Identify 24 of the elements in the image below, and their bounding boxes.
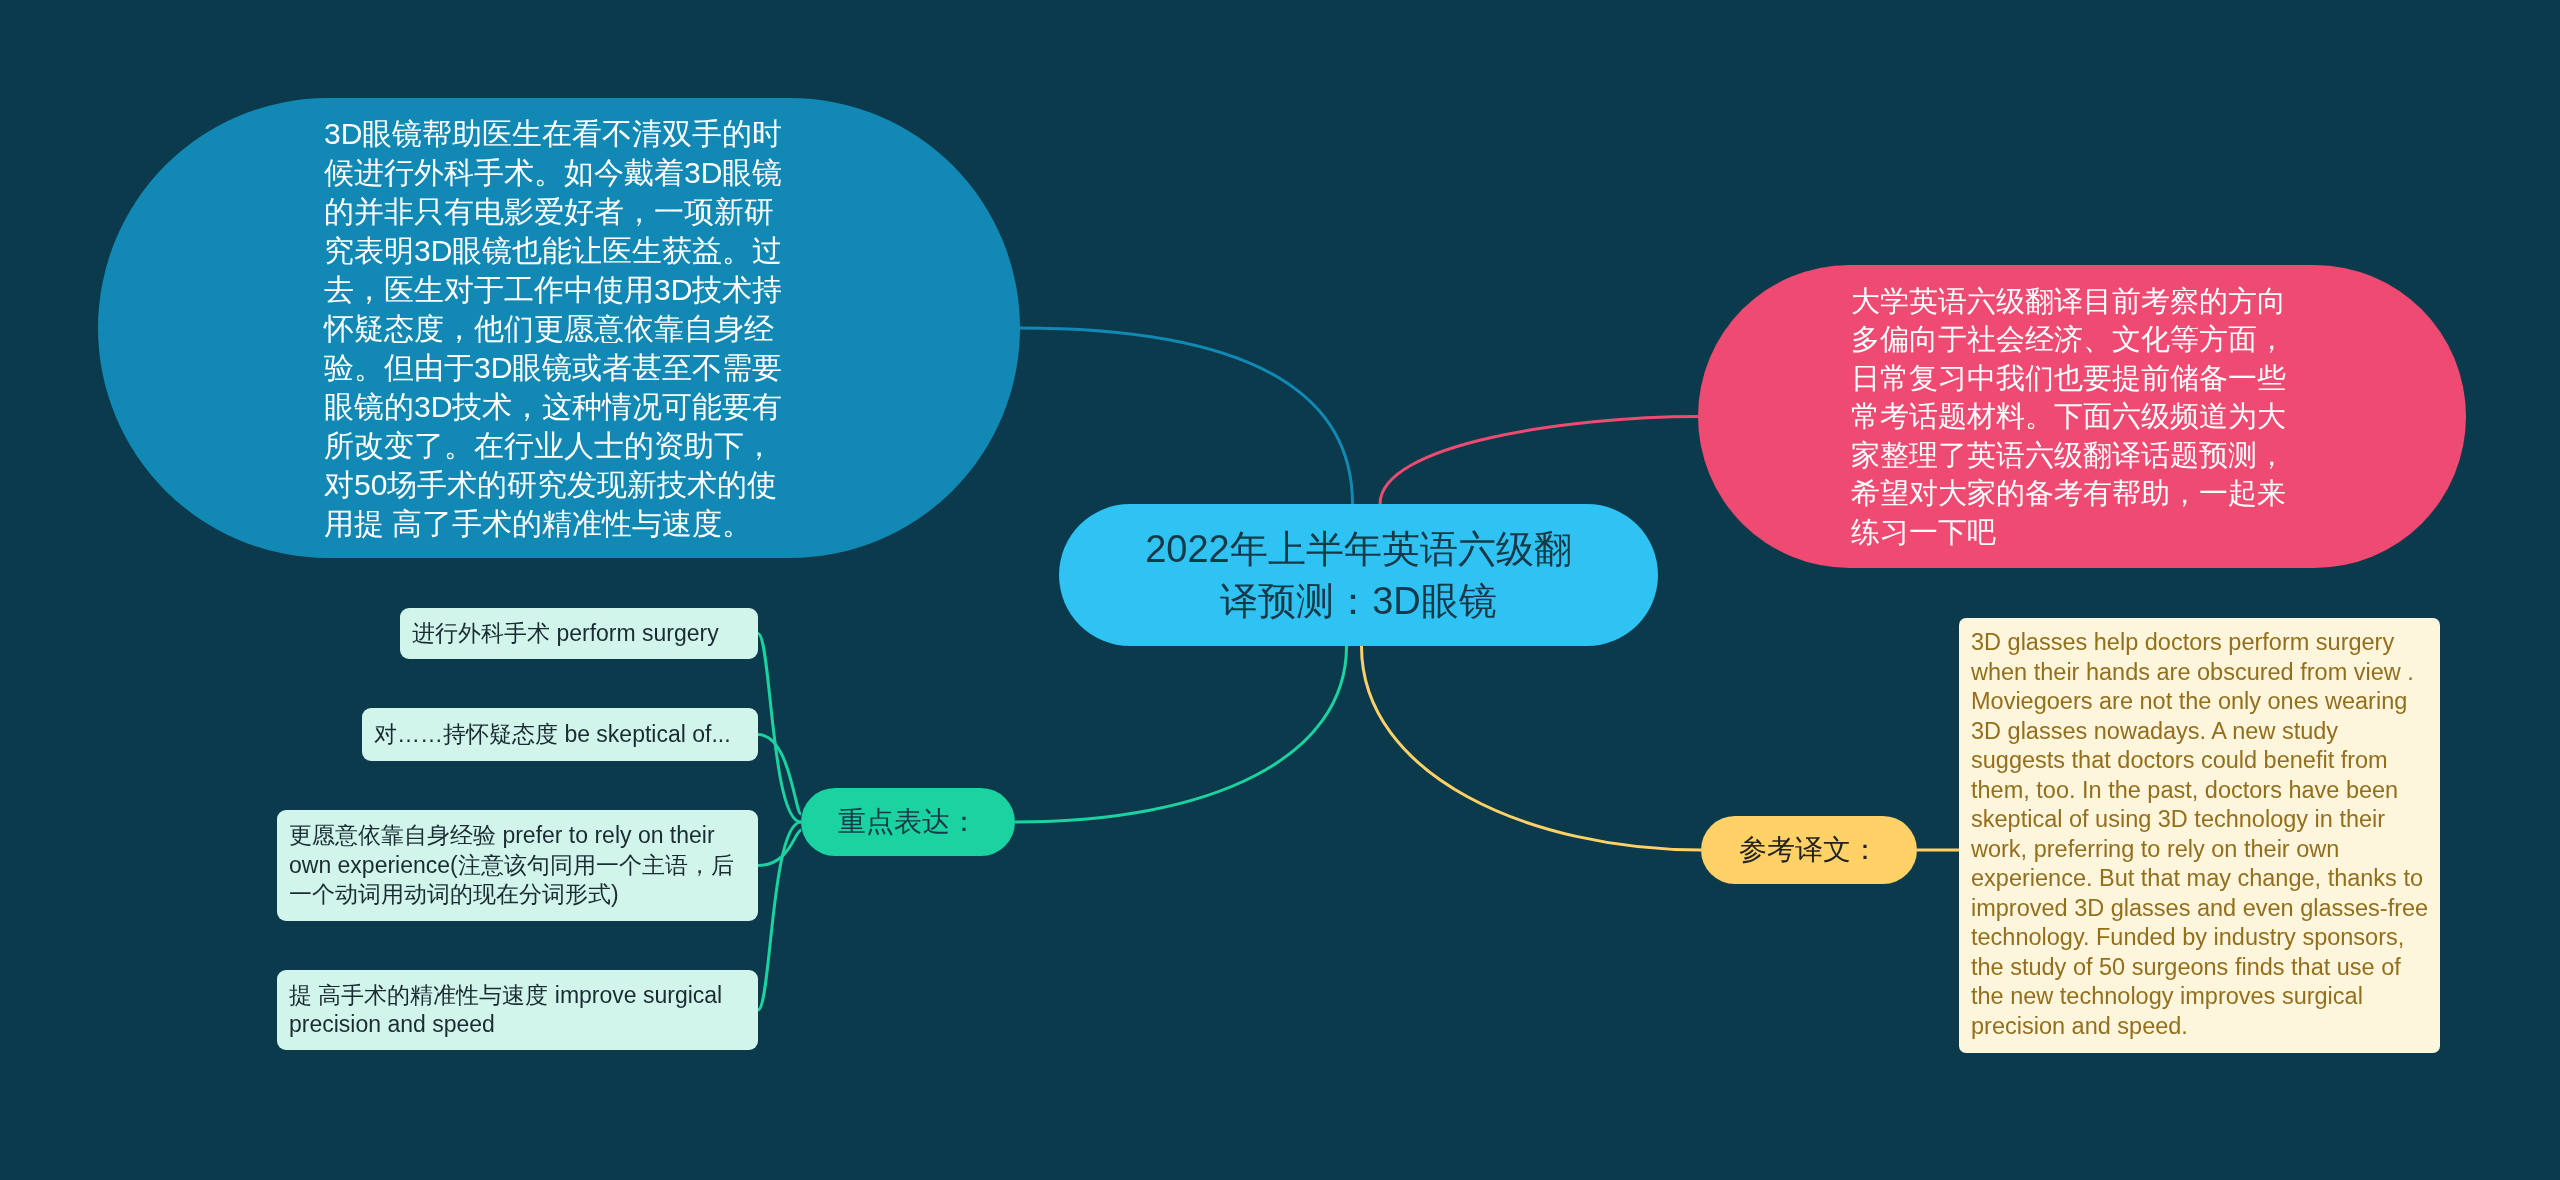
paragraph-text: 3D眼镜帮助医生在看不清双手的时候进行外科手术。如今戴着3D眼镜的并非只有电影爱好者，一项新研究表明3D眼镜也能让医生获益。过去，医生对于工作中使用3D技术持怀疑态度，他们更愿意依靠自身经验。但由于3D眼镜或者甚至不需要眼镜的3D技术，这种情况可能要有所改变了。在行业人士的资助下，对50场手术的研究发现新技术的使用提 高了手术的精准性与速度。 [324,115,784,542]
paragraph-text: 大学英语六级翻译目前考察的方向多偏向于社会经济、文化等方面，日常复习中我们也要提前储备一些常考话题材料。下面六级频道为大家整理了英语六级翻译话题预测，希望对大家的备考有帮助，一起来练习一下吧 [1851,283,2287,550]
branch-label: 参考译文： [1739,833,1879,867]
translation-text: 3D glasses help doctors perform surgery when their hands are obscured from view . Moviegoers are not the only ones wearing 3D glasses nowadays. A new study suggests that doctors could benefit from them, too. In the past, doctors have been skeptical of using 3D technology in their work, preferring to rely on their own experience. But that may change, thanks to improved 3D glasses and even glasses-free technology. Funded by industry sponsors, the study of 50 surgeons finds that use of the new technology improves surgical precision and speed. [1971,628,2430,1041]
subtopic-card [362,708,758,761]
branch-label: 重点表达： [838,805,978,839]
connector-line [1917,848,1959,852]
connector-line [1360,645,1702,852]
connector-line [756,820,802,1011]
phrase-text: 对……持怀疑态度 be skeptical of... [374,719,731,749]
connector-line [1378,415,1699,505]
connector-line [757,733,803,815]
subtopic-card [277,970,758,1050]
topic-title: 2022年上半年英语六级翻译预测：3D眼镜 [1144,527,1573,624]
subtopic-card [277,810,758,921]
subtopic-card [400,608,758,659]
branch-topic [801,788,1015,856]
phrase-text: 进行外科手术 perform surgery [412,618,719,648]
connector-line [1019,326,1354,505]
connector-line [1014,645,1348,824]
phrase-text: 提 高手术的精准性与速度 improve surgical precision and speed [289,980,724,1039]
connector-line [757,828,802,867]
phrase-text: 更愿意依靠自身经验 prefer to rely on their own experience(注意该句同用一个主语，后一个动词用动词的现在分词形式) [289,821,735,910]
connector-line [756,632,802,824]
